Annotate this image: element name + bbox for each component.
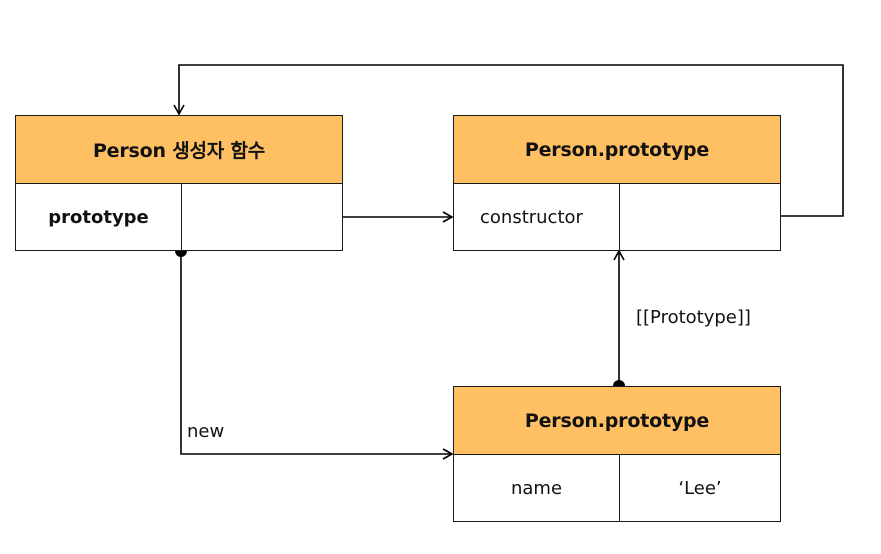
prototype-object-title: Person.prototype (454, 116, 780, 184)
instance-object-title: Person.prototype (454, 387, 780, 455)
instance-object-box: Person.prototype name ‘Lee’ (453, 386, 781, 522)
prototype-box-divider (619, 183, 620, 250)
prototype-constructor-value (620, 184, 780, 250)
instance-box-divider (619, 454, 620, 521)
prototype-object-box: Person.prototype constructor (453, 115, 781, 251)
new-label: new (187, 421, 225, 442)
prototype-constructor-key: constructor (480, 206, 583, 228)
constructor-prototype-key: prototype (48, 206, 149, 228)
instance-name-value: ‘Lee’ (678, 477, 722, 499)
instance-name-key: name (510, 477, 563, 499)
constructor-box-divider (181, 183, 182, 250)
prototype-link-label: [[Prototype]] (636, 307, 751, 328)
constructor-function-box: Person 생성자 함수 prototype (15, 115, 343, 251)
constructor-function-title: Person 생성자 함수 (16, 116, 342, 184)
constructor-prototype-value (182, 184, 342, 250)
